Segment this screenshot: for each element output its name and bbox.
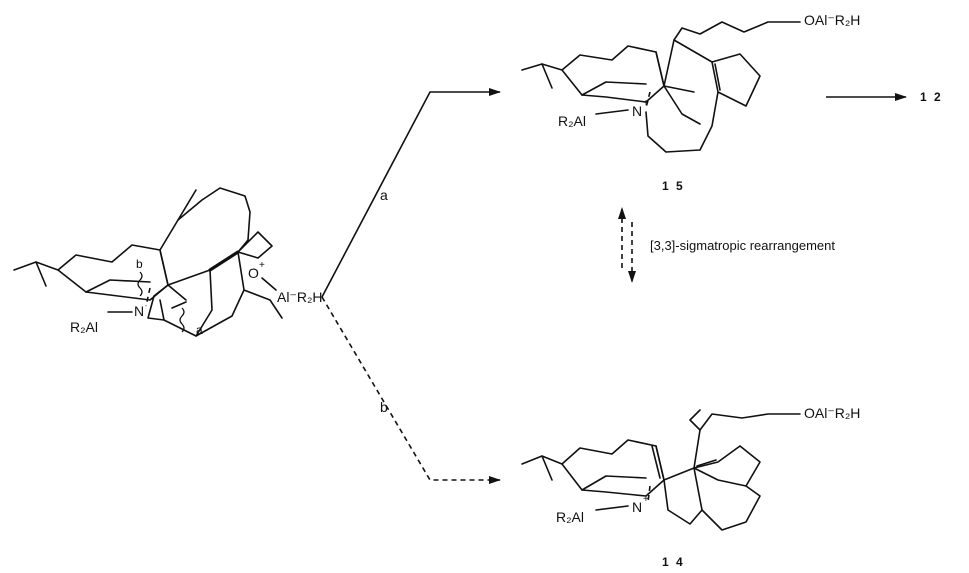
compound-15-nitrogen-label: N	[632, 103, 642, 119]
compound-14-charge: +	[643, 494, 649, 505]
reactant-amide-label: R₂Al	[70, 319, 98, 335]
compound-15-structure	[521, 21, 801, 153]
cleavage-label-b: b	[136, 257, 143, 271]
reactant-nitrogen-label: N	[134, 303, 144, 319]
reactant-aluminate-label: Al⁻R₂H	[277, 289, 323, 305]
cleavage-label-a: a	[196, 323, 203, 337]
compound-15-sidechain-label: OAl⁻R₂H	[804, 12, 860, 28]
compound-15-number: 1 5	[662, 179, 685, 193]
equilibrium-label: [3,3]-sigmatropic rearrangement	[650, 238, 835, 253]
product-12-number: 1 2	[920, 90, 943, 104]
compound-14-amide-label: R₂Al	[556, 509, 584, 525]
equilibrium-arrows	[618, 207, 636, 283]
pathway-b-arrow	[321, 296, 501, 484]
reactant-oxonium-charge: +	[259, 260, 265, 271]
compound-15-amide-label: R₂Al	[558, 113, 586, 129]
pathway-a-label: a	[380, 187, 388, 203]
compound-15-charge: +	[643, 98, 649, 109]
compound-14-sidechain-label: OAl⁻R₂H	[804, 405, 860, 421]
compound-14-number: 1 4	[662, 555, 685, 569]
compound-14-nitrogen-label: N	[632, 499, 642, 515]
compound-14-structure	[521, 409, 801, 531]
reactant-structure	[13, 187, 283, 337]
pathway-b-label: b	[380, 399, 388, 415]
pathway-a-arrow	[321, 88, 501, 298]
reactant-oxygen-label: O	[248, 265, 259, 281]
